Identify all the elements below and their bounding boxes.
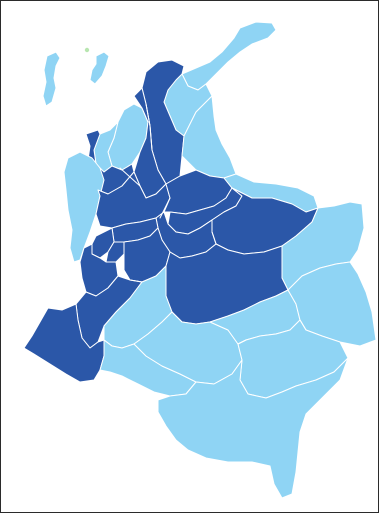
- region-amazonas[interactable]: [157, 357, 349, 499]
- region-san-andres[interactable]: [42, 51, 61, 107]
- region-la-guajira[interactable]: [181, 21, 277, 91]
- region-providencia[interactable]: [89, 51, 110, 85]
- border-lines: [103, 103, 307, 347]
- island-marker: [84, 47, 90, 53]
